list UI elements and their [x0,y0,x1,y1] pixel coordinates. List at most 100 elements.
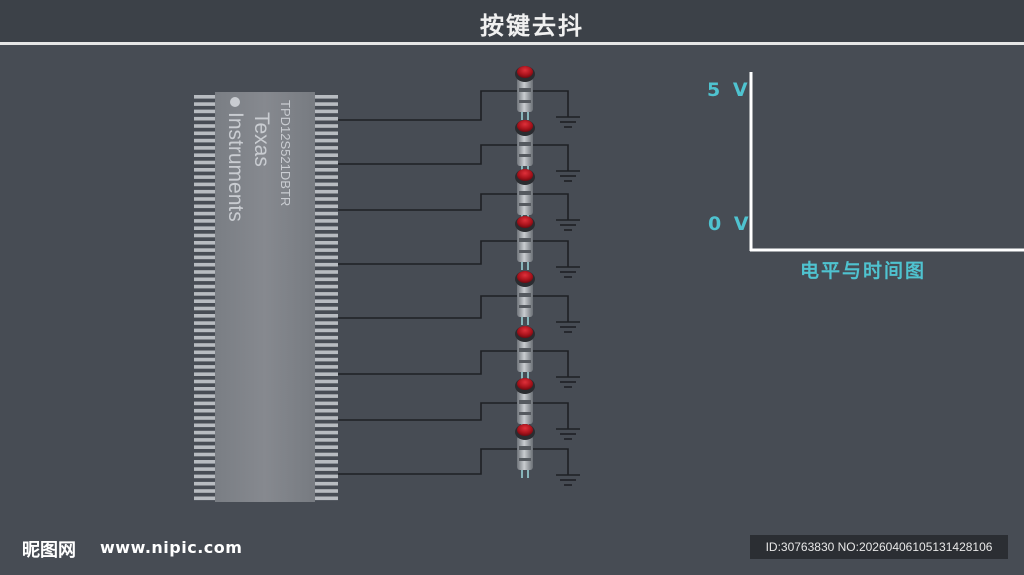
chip-pin [315,226,338,230]
chip-pin [194,248,215,252]
chip-pin [315,255,338,260]
button-ring [519,458,531,461]
push-button [515,120,535,174]
chip-pin [315,182,338,187]
chip-pin [194,328,215,333]
chip-pin [315,321,338,325]
chip-maker-line2: Instruments [224,112,247,222]
chip-pin [194,474,215,479]
chip-pin [315,211,338,216]
wire [533,240,569,267]
chip-pin [315,314,338,318]
chip-pin [194,226,215,230]
chip-pin [315,387,338,391]
chip-pin [315,357,338,362]
chip-pin [194,408,215,413]
chip-pin [315,299,338,303]
wire [533,448,569,475]
wire [533,350,569,377]
button-ring [519,100,531,103]
header-divider [0,42,1024,45]
chip-pin [194,379,215,384]
button-ring [519,250,531,253]
chip-pin [315,109,338,114]
chip-pin [315,460,338,464]
button-ring [519,348,531,352]
chip-pin [315,146,338,150]
chip-pin [194,445,215,449]
chip-pin [194,124,215,128]
button-ring [519,191,531,195]
button-ring [519,305,531,308]
chip-pin [315,95,338,99]
chip-pin [194,277,215,282]
chip-pin [315,153,338,157]
chip-pin [194,95,215,99]
chip-pin [194,255,215,260]
chip-pin [194,262,215,267]
push-button [515,169,535,223]
chip-pin [194,102,215,106]
chip-pin [194,387,215,391]
chip-pin [315,160,338,165]
button-cap [517,66,533,78]
chip-pin [194,270,215,274]
chip-pin [194,496,215,501]
wire [338,448,517,475]
chip-pin [194,452,215,457]
chip-pin [194,489,215,493]
chip-pin [194,365,215,369]
chip-pin [315,350,338,355]
chip-pin [315,189,338,194]
chip-pin [315,175,338,179]
watermark-url: www.nipic.com [100,538,243,557]
chip-pin [194,438,215,442]
chip-pin [194,467,215,471]
chip-pin [315,262,338,267]
chip-pin [315,365,338,369]
chip-pin [194,460,215,464]
push-button [515,378,535,432]
chip-pin [315,233,338,238]
button-ring [519,142,531,146]
graph-high-level-label: 5 V [707,79,751,101]
chip-pin [194,350,215,355]
wire [338,193,517,211]
chip-pin [315,116,338,121]
button-cap [517,216,533,228]
wire [533,90,569,117]
chip-pin [194,335,215,340]
button-cap [517,378,533,390]
chip-pin [315,467,338,471]
chip-pin [194,284,215,289]
chip-pin [315,416,338,420]
chip-pin [315,284,338,289]
chip-pin [194,175,215,179]
button-ring [519,293,531,297]
push-button [515,66,535,120]
chip-pin [194,430,215,435]
chip-pin [315,292,338,296]
chip-pin [315,102,338,106]
chip-pin [194,416,215,420]
chip-pin [194,168,215,172]
button-housing [517,132,533,166]
chip-pin [315,241,338,245]
chip-pin [315,438,338,442]
chip-pin1-dot [230,97,240,107]
chip-pin [315,343,338,347]
chip-pin [315,430,338,435]
chip-pin [194,372,215,376]
chip-pin [315,328,338,333]
chip-pin [315,335,338,340]
chip-pin [194,357,215,362]
wire [338,350,517,375]
chip-pin [315,124,338,128]
chip-pin [315,394,338,398]
image-id-badge: ID:30763830 NO:20260406105131428106 [750,535,1008,559]
chip-pin [315,168,338,172]
chip-pin [315,379,338,384]
chip-pin [194,401,215,406]
button-cap [517,271,533,283]
